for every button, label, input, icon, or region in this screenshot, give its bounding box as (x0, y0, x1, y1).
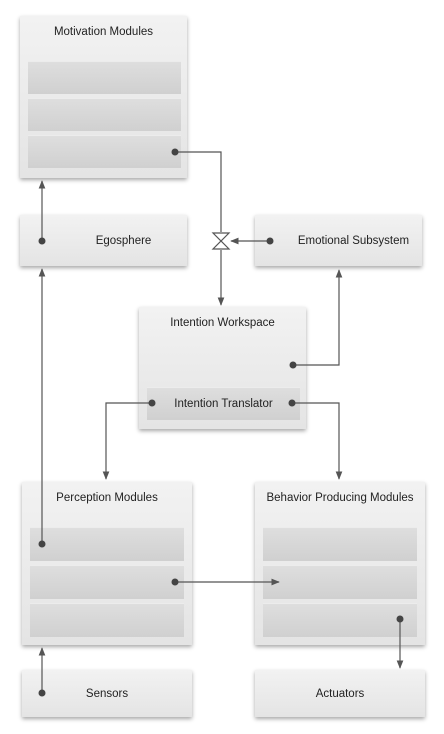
junction-bowtie-icon (211, 232, 231, 250)
motivation-modules-title: Motivation Modules (53, 26, 154, 38)
egosphere-label: Egosphere (95, 234, 152, 247)
intention-workspace-title: Intention Workspace (170, 317, 275, 329)
perception-slot-3 (30, 603, 184, 637)
emotional-subsystem-box: Emotional Subsystem (255, 215, 422, 266)
behavior-slot-1 (263, 527, 417, 561)
intention-workspace-box: Intention Workspace Intention Translator (139, 307, 306, 429)
behavior-slot-2 (263, 565, 417, 599)
emotional-subsystem-label: Emotional Subsystem (297, 234, 410, 247)
behavior-modules-title: Behavior Producing Modules (266, 492, 414, 504)
perception-slot-1 (30, 527, 184, 561)
actuators-label: Actuators (315, 687, 365, 700)
actuators-box: Actuators (255, 670, 425, 717)
motivation-slot-2 (28, 98, 181, 131)
perception-slot-2 (30, 565, 184, 599)
motivation-slot-3 (28, 135, 181, 168)
motivation-modules-box: Motivation Modules (20, 16, 187, 178)
behavior-modules-box: Behavior Producing Modules (255, 482, 425, 645)
intention-translator-label: Intention Translator (174, 398, 273, 410)
intention-translator-slot: Intention Translator (147, 387, 300, 420)
sensors-label: Sensors (85, 687, 129, 700)
sensors-box: Sensors (22, 670, 192, 717)
perception-modules-title: Perception Modules (56, 492, 158, 504)
perception-modules-box: Perception Modules (22, 482, 192, 645)
egosphere-box: Egosphere (20, 215, 187, 266)
motivation-slot-1 (28, 61, 181, 94)
behavior-slot-3 (263, 603, 417, 637)
